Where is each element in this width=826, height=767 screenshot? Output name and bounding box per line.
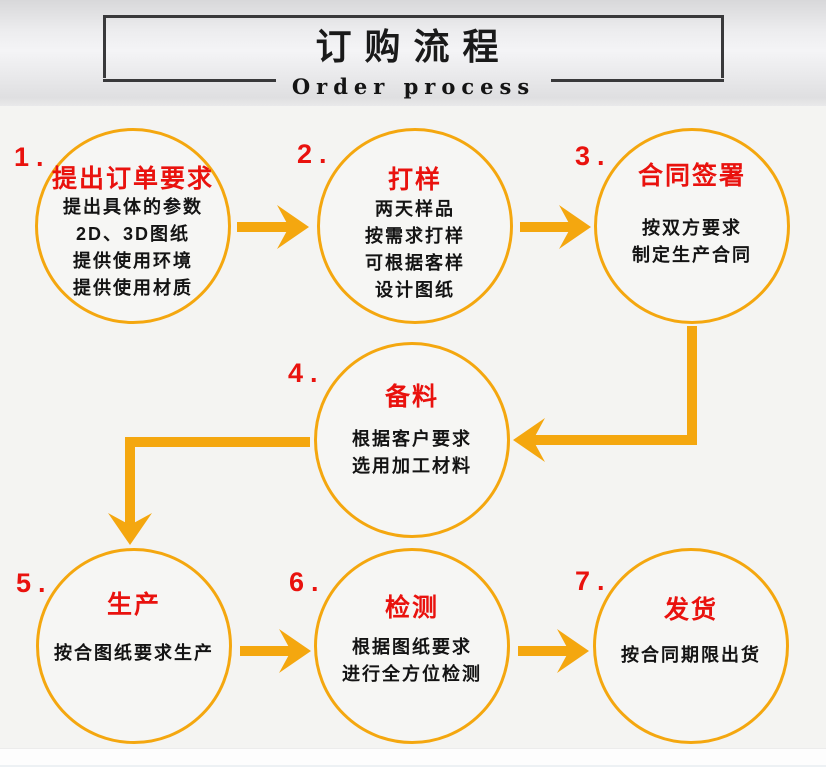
step-3-details: 按双方要求 制定生产合同 [597,215,787,269]
header-rule-left [103,78,276,82]
header-box: 订购流程 Order process [103,15,725,99]
arrow-step2-to-step3 [520,205,591,249]
step-7-number: 7. [575,566,612,596]
bottom-strip [0,748,826,767]
arrow-step6-to-step7 [518,629,589,673]
step-1-circle: 提出订单要求 提出具体的参数 2D、3D图纸 提供使用环境 提供使用材质 [35,128,231,324]
step-5-circle: 生产 按合图纸要求生产 [36,548,232,744]
step-6-line: 进行全方位检测 [342,664,482,684]
step-3-line: 按双方要求 [642,218,742,238]
step-2-line: 设计图纸 [375,280,455,300]
arrow-step3-to-step4 [513,326,697,462]
step-1-line: 提供使用材质 [73,278,193,298]
step-4-line: 选用加工材料 [352,456,472,476]
step-5-number: 5. [16,568,53,598]
step-3-number: 3. [575,141,612,171]
step-1-title: 提出订单要求 [51,165,214,193]
page-title: 订购流程 [315,26,512,67]
arrow-step1-to-step2 [237,205,309,249]
page-subtitle: Order process [291,73,536,99]
step-2-circle: 打样 两天样品 按需求打样 可根据客样 设计图纸 [317,128,513,324]
step-4-circle: 备料 根据客户要求 选用加工材料 [314,342,510,538]
step-6-title: 检测 [384,594,439,622]
step-6-line: 根据图纸要求 [352,637,472,657]
step-1-line: 2D、3D图纸 [75,224,191,244]
step-3-circle: 合同签署 按双方要求 制定生产合同 [594,128,790,324]
arrow-step4-to-step5 [108,437,310,545]
step-4-line: 根据客户要求 [352,429,472,449]
step-6-number: 6. [289,567,326,597]
step-2-line: 可根据客样 [365,253,465,273]
step-2-details: 两天样品 按需求打样 可根据客样 设计图纸 [320,196,510,304]
bottom-edge-line [0,765,826,767]
step-2-title: 打样 [387,166,442,194]
step-4-title: 备料 [384,383,439,411]
step-2-line: 两天样品 [375,199,455,219]
step-7-details: 按合同期限出货 [596,642,786,669]
header-rule-right [551,78,725,82]
step-1-number: 1. [14,142,51,172]
step-4-details: 根据客户要求 选用加工材料 [317,426,507,480]
step-5-title: 生产 [106,591,161,619]
step-1-line: 提供使用环境 [73,251,193,271]
step-6-circle: 检测 根据图纸要求 进行全方位检测 [314,548,510,744]
step-4-number: 4. [288,358,325,388]
step-6-details: 根据图纸要求 进行全方位检测 [317,634,507,688]
arrow-step5-to-step6 [240,629,311,673]
step-7-circle: 发货 按合同期限出货 [593,548,789,744]
step-5-line: 按合图纸要求生产 [54,643,214,663]
step-1-details: 提出具体的参数 2D、3D图纸 提供使用环境 提供使用材质 [38,194,228,302]
header-subtitle-row: Order process [103,65,725,99]
step-2-number: 2. [297,139,334,169]
step-7-line: 按合同期限出货 [621,645,761,665]
step-2-line: 按需求打样 [365,226,465,246]
step-3-title: 合同签署 [637,162,746,190]
step-3-line: 制定生产合同 [632,245,752,265]
step-1-line: 提出具体的参数 [63,197,203,217]
step-5-details: 按合图纸要求生产 [39,640,229,667]
step-7-title: 发货 [663,596,718,624]
